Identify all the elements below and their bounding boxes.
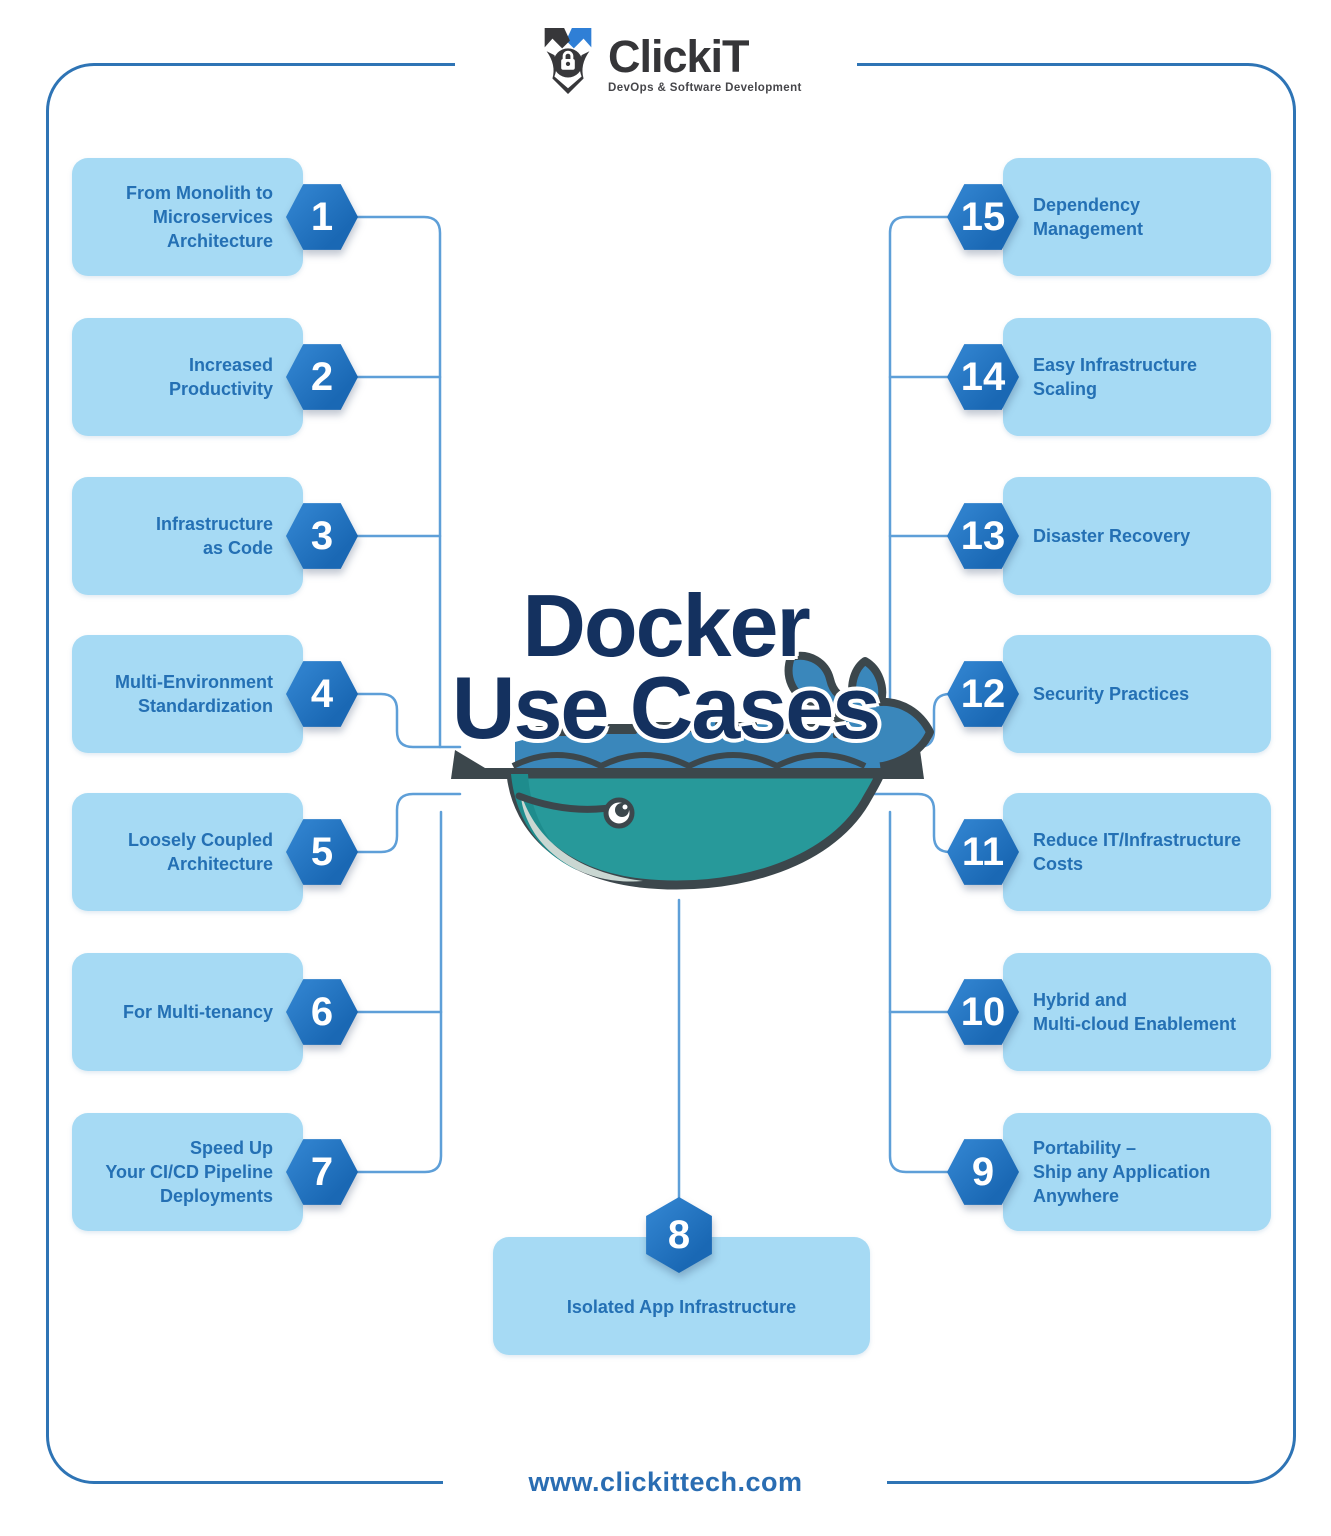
use-case-label: Dependency Management <box>1033 194 1144 239</box>
clickit-logo: ClickiT DevOps & Software Development <box>538 26 802 101</box>
use-case-row-3: Infrastructure as Code 3 <box>72 477 358 595</box>
frame-bottom-gap <box>443 1468 887 1496</box>
use-case-row-13: Disaster Recovery 13 <box>947 477 1271 595</box>
use-case-label: Multi-Environment Standardization <box>115 671 273 716</box>
use-case-box: For Multi-tenancy <box>72 953 303 1071</box>
use-case-number-badge: 15 <box>947 184 1019 250</box>
use-case-row-1: From Monolith to Microservices Architect… <box>72 158 358 276</box>
use-case-label: For Multi-tenancy <box>122 1001 273 1022</box>
use-case-box: Multi-Environment Standardization <box>72 635 303 753</box>
use-case-box: Dependency Management <box>1003 158 1271 276</box>
use-case-number-badge: 1 <box>286 184 358 250</box>
use-case-box: Security Practices <box>1003 635 1271 753</box>
use-case-number-badge: 10 <box>947 979 1019 1045</box>
use-case-box: Reduce IT/Infrastructure Costs <box>1003 793 1271 911</box>
use-case-row-14: Easy Infrastructure Scaling 14 <box>947 318 1271 436</box>
website-url: www.clickittech.com <box>528 1467 803 1497</box>
use-case-row-11: Reduce IT/Infrastructure Costs 11 <box>947 793 1271 911</box>
use-case-label: Isolated App Infrastructure <box>566 1296 797 1317</box>
use-case-number-badge: 14 <box>947 344 1019 410</box>
page-title: Docker Use Cases <box>0 576 1331 757</box>
use-case-label: Portability – Ship any Application Anywh… <box>1033 1137 1211 1207</box>
clickit-shield-icon <box>538 26 598 101</box>
use-case-label: Speed Up Your CI/CD Pipeline Deployments <box>105 1137 273 1207</box>
use-case-number-badge: 2 <box>286 344 358 410</box>
use-case-number-badge: 6 <box>286 979 358 1045</box>
use-case-number-badge: 13 <box>947 503 1019 569</box>
use-case-box: Loosely Coupled Architecture <box>72 793 303 911</box>
use-case-box: Portability – Ship any Application Anywh… <box>1003 1113 1271 1231</box>
use-case-number-badge: 7 <box>286 1139 358 1205</box>
whale-body <box>506 769 885 890</box>
brand-tagline: DevOps & Software Development <box>608 81 802 94</box>
use-case-box: Disaster Recovery <box>1003 477 1271 595</box>
use-case-row-7: Speed Up Your CI/CD Pipeline Deployments… <box>72 1113 358 1231</box>
use-case-number-badge: 11 <box>947 819 1019 885</box>
use-case-row-9: Portability – Ship any Application Anywh… <box>947 1113 1271 1231</box>
use-case-row-2: Increased Productivity 2 <box>72 318 358 436</box>
use-case-number-badge: 9 <box>947 1139 1019 1205</box>
docker-whale-illustration <box>435 650 940 920</box>
use-case-box: From Monolith to Microservices Architect… <box>72 158 303 276</box>
title-line2: Use Cases <box>451 658 881 757</box>
use-case-row-15: Dependency Management 15 <box>947 158 1271 276</box>
brand-name: ClickiT <box>608 30 750 82</box>
use-case-label: Infrastructure as Code <box>155 513 273 558</box>
use-case-row-12: Security Practices 12 <box>947 635 1271 753</box>
use-case-box: Easy Infrastructure Scaling <box>1003 318 1271 436</box>
frame-top-gap <box>455 52 857 78</box>
use-case-label: Easy Infrastructure Scaling <box>1033 354 1198 399</box>
use-case-number-badge: 12 <box>947 661 1019 727</box>
use-case-label: Loosely Coupled Architecture <box>127 829 273 874</box>
use-case-label: Reduce IT/Infrastructure Costs <box>1033 829 1242 874</box>
use-case-label: From Monolith to Microservices Architect… <box>126 182 273 252</box>
whale-tail-fin <box>784 651 934 772</box>
use-case-label: Increased Productivity <box>168 354 273 399</box>
use-case-number-badge: 5 <box>286 819 358 885</box>
use-case-label: Hybrid and Multi-cloud Enablement <box>1033 989 1237 1034</box>
use-case-label: Security Practices <box>1033 683 1190 704</box>
use-case-box: Increased Productivity <box>72 318 303 436</box>
use-case-number-badge: 8 <box>646 1197 712 1273</box>
use-case-row-10: Hybrid and Multi-cloud Enablement 10 <box>947 953 1271 1071</box>
use-case-box: Speed Up Your CI/CD Pipeline Deployments <box>72 1113 303 1231</box>
use-case-number-badge: 3 <box>286 503 358 569</box>
use-case-row-8: Isolated App Infrastructure 8 <box>493 1197 870 1355</box>
use-case-box: Infrastructure as Code <box>72 477 303 595</box>
title-line1: Docker <box>522 576 810 675</box>
use-case-box: Hybrid and Multi-cloud Enablement <box>1003 953 1271 1071</box>
use-case-number-badge: 4 <box>286 661 358 727</box>
use-case-row-6: For Multi-tenancy 6 <box>72 953 358 1071</box>
use-case-row-4: Multi-Environment Standardization 4 <box>72 635 358 753</box>
use-case-row-5: Loosely Coupled Architecture 5 <box>72 793 358 911</box>
use-case-label: Disaster Recovery <box>1033 525 1191 546</box>
